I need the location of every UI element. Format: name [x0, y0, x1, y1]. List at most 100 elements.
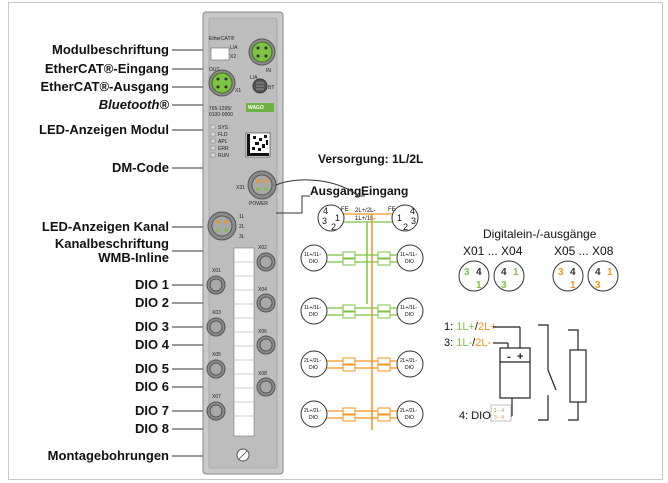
svg-text:2: 2 [403, 222, 408, 232]
svg-text:1: 1 [570, 280, 576, 291]
svg-text:1L+/1L-: 1L+/1L- [304, 305, 321, 311]
svg-text:3: 3 [464, 267, 470, 278]
svg-text:DIO: DIO [405, 415, 414, 421]
supply-title: Versorgung: 1L/2L [318, 152, 424, 166]
label-wmb-inline: WMB-Inline [98, 250, 169, 265]
svg-text:APL: APL [218, 139, 228, 145]
svg-text:1: 1 [397, 213, 402, 223]
wiring-line-2: 3: 1L-/2L- [444, 337, 492, 349]
module-label-field [210, 47, 230, 61]
svg-text:4: 4 [410, 206, 415, 216]
svg-text:0100-0000: 0100-0000 [209, 112, 233, 118]
svg-text:3 - 4: 3 - 4 [494, 415, 504, 421]
pinout-2: 4 1 3 [493, 260, 525, 292]
svg-text:DIO: DIO [309, 415, 318, 421]
svg-text:+: + [517, 351, 523, 363]
branch-row-1: 1L+/1L-DIO 1L+/1L-DIO [300, 244, 424, 272]
svg-text:SYS: SYS [218, 125, 229, 131]
pinout-3: 3 4 1 [552, 260, 584, 292]
svg-text:DIO: DIO [405, 259, 414, 265]
svg-text:X06: X06 [258, 329, 267, 335]
svg-text:BT: BT [268, 85, 274, 91]
svg-text:POWER: POWER [249, 201, 268, 207]
svg-text:WAGO: WAGO [248, 105, 264, 111]
svg-text:4: 4 [323, 206, 328, 216]
svg-text:765-1205/: 765-1205/ [209, 106, 232, 112]
label-modulbeschriftung: Modulbeschriftung [52, 42, 169, 57]
svg-text:3: 3 [411, 216, 416, 226]
wiring-line-3: 4: DIO [459, 410, 491, 422]
svg-text:X1: X1 [235, 88, 241, 94]
supply-connector-out: 4 1 3 2 [317, 204, 345, 232]
svg-text:RUN: RUN [218, 153, 229, 159]
svg-text:3L: 3L [239, 234, 245, 240]
label-ethercat-ausgang: EtherCAT®-Ausgang [40, 79, 169, 94]
svg-text:DIO: DIO [405, 312, 414, 318]
svg-text:4: 4 [476, 267, 482, 278]
svg-text:FE: FE [341, 207, 349, 213]
svg-text:X07: X07 [212, 394, 221, 400]
label-bluetooth: Bluetooth® [98, 97, 169, 112]
module-leds [210, 124, 216, 158]
label-dio7: DIO 7 [135, 403, 169, 418]
svg-text:1 - 4: 1 - 4 [494, 408, 504, 414]
svg-text:OUT: OUT [209, 67, 220, 73]
svg-text:DIO: DIO [309, 312, 318, 318]
svg-text:3: 3 [595, 280, 601, 291]
svg-text:4: 4 [595, 267, 601, 278]
dio-connectors [206, 252, 276, 421]
branch-row-2: 1L+/1L-DIO 1L+/1L-DIO [300, 297, 424, 325]
wiring-line-1: 1: 1L+/2L+ [444, 321, 497, 333]
svg-text:ERR: ERR [218, 146, 229, 152]
svg-text:3: 3 [558, 267, 564, 278]
svg-text:1: 1 [335, 213, 340, 223]
svg-text:DIO: DIO [309, 259, 318, 265]
pinout-4: 4 1 3 [587, 260, 619, 292]
label-dio1: DIO 1 [135, 277, 169, 292]
svg-text:2: 2 [331, 222, 336, 232]
label-dio8: DIO 8 [135, 421, 169, 436]
svg-text:3: 3 [322, 216, 327, 226]
label-dio3: DIO 3 [135, 319, 169, 334]
branch-row-4: 2L+/2L-DIO 2L+/2L-DIO [300, 400, 424, 428]
svg-text:2L+/2L-: 2L+/2L- [400, 408, 417, 414]
svg-text:X03: X03 [212, 310, 221, 316]
svg-text:1L+/1L-: 1L+/1L- [400, 305, 417, 311]
svg-text:1L+/1L-: 1L+/1L- [400, 252, 417, 258]
svg-text:FLD: FLD [218, 132, 228, 138]
svg-text:1L+/1L-: 1L+/1L- [355, 216, 376, 222]
svg-text:-: - [507, 351, 511, 363]
svg-text:1: 1 [513, 267, 519, 278]
dio-range-2: X05 ... X08 [554, 244, 614, 258]
svg-text:X08: X08 [258, 371, 267, 377]
svg-text:1L+/1L-: 1L+/1L- [304, 252, 321, 258]
svg-text:DIO: DIO [309, 365, 318, 371]
svg-text:X05: X05 [212, 352, 221, 358]
svg-text:X01: X01 [212, 268, 221, 274]
svg-text:IN: IN [266, 68, 271, 74]
label-kanalbeschriftung: Kanalbeschriftung [54, 236, 169, 251]
svg-text:2L: 2L [239, 224, 245, 230]
svg-text:1: 1 [607, 267, 613, 278]
svg-text:L/A: L/A [230, 45, 238, 51]
figure-frame [8, 2, 663, 480]
channel-label-strip [233, 247, 255, 437]
svg-text:2L+/2L-: 2L+/2L- [304, 358, 321, 364]
dio-range-1: X01 ... X04 [463, 244, 523, 258]
label-montagebohrungen: Montagebohrungen [47, 448, 169, 463]
svg-text:FE: FE [388, 207, 396, 213]
label-dio4: DIO 4 [135, 337, 169, 352]
label-led-kanal: LED-Anzeigen Kanal [41, 219, 169, 234]
supply-ausgang: Ausgang [310, 184, 362, 198]
svg-text:L/A: L/A [250, 75, 258, 81]
svg-text:3: 3 [501, 280, 507, 291]
svg-text:X2: X2 [230, 54, 236, 60]
svg-text:2L+/2L-: 2L+/2L- [355, 208, 376, 214]
mini-pin-legend: 1 - 4 3 - 4 [490, 404, 512, 422]
svg-text:DIO: DIO [405, 365, 414, 371]
label-ethercat-eingang: EtherCAT®-Eingang [44, 61, 169, 76]
